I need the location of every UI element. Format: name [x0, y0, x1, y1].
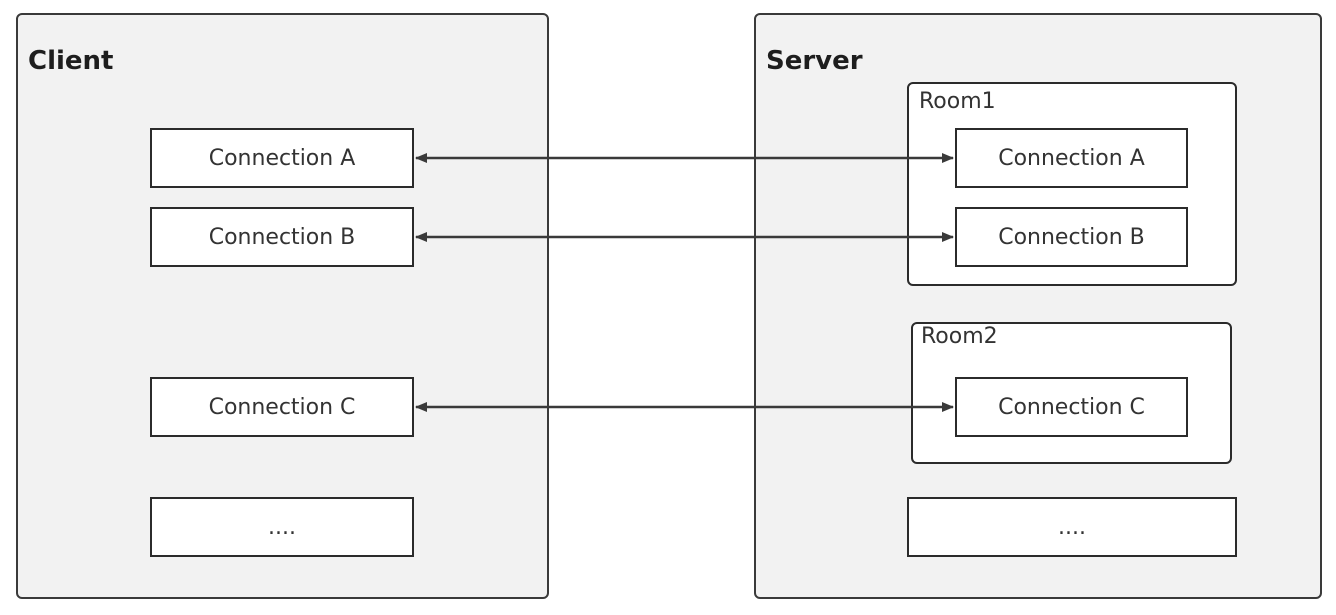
- server-title: Server: [766, 46, 863, 76]
- room1-connection-a[interactable]: Connection A: [955, 128, 1188, 188]
- client-connection-c[interactable]: Connection C: [150, 377, 414, 437]
- room1-label: Room1: [919, 89, 996, 114]
- client-connection-a[interactable]: Connection A: [150, 128, 414, 188]
- server-connection-more[interactable]: ....: [907, 497, 1237, 557]
- client-connection-b[interactable]: Connection B: [150, 207, 414, 267]
- client-title: Client: [28, 46, 114, 76]
- room2-connection-c[interactable]: Connection C: [955, 377, 1188, 437]
- room1-connection-b[interactable]: Connection B: [955, 207, 1188, 267]
- room2-label: Room2: [921, 324, 998, 349]
- client-connection-more[interactable]: ....: [150, 497, 414, 557]
